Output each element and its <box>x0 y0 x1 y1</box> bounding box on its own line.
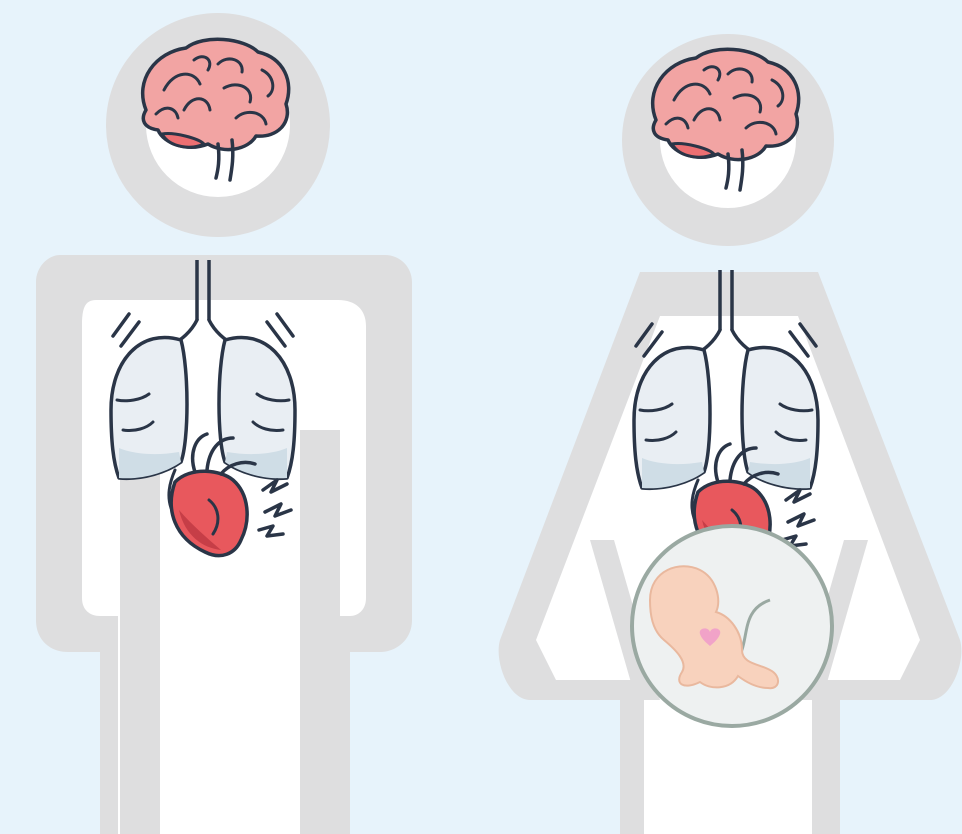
fetus-icon <box>632 526 832 726</box>
male-arm-gap-left <box>120 430 160 834</box>
male-figure <box>36 13 412 834</box>
female-figure <box>499 34 962 834</box>
male-arm-gap-right <box>300 430 340 834</box>
